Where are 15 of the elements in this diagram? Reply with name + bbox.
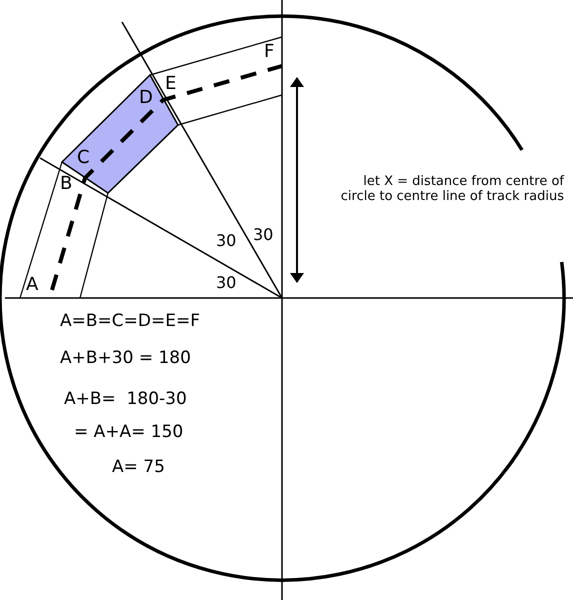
angle-label: 30 <box>216 232 236 250</box>
point-label: A <box>26 275 38 296</box>
point-label: D <box>139 88 153 109</box>
equation-text: A+B= 180-30 <box>64 390 187 410</box>
equation-text: A= 75 <box>112 458 165 478</box>
point-label: F <box>264 42 274 63</box>
equation-text: A=B=C=D=E=F <box>60 312 200 332</box>
equation-text: = A+A= 150 <box>74 423 184 443</box>
equation-text: A+B+30 = 180 <box>60 349 191 369</box>
point-label: E <box>165 74 176 95</box>
note-text: let X = distance from centre of circle to centre line of track radius <box>340 175 564 205</box>
angle-label: 30 <box>216 274 236 292</box>
point-label: B <box>60 174 72 195</box>
point-label: C <box>77 148 90 169</box>
angle-label: 30 <box>253 226 274 244</box>
